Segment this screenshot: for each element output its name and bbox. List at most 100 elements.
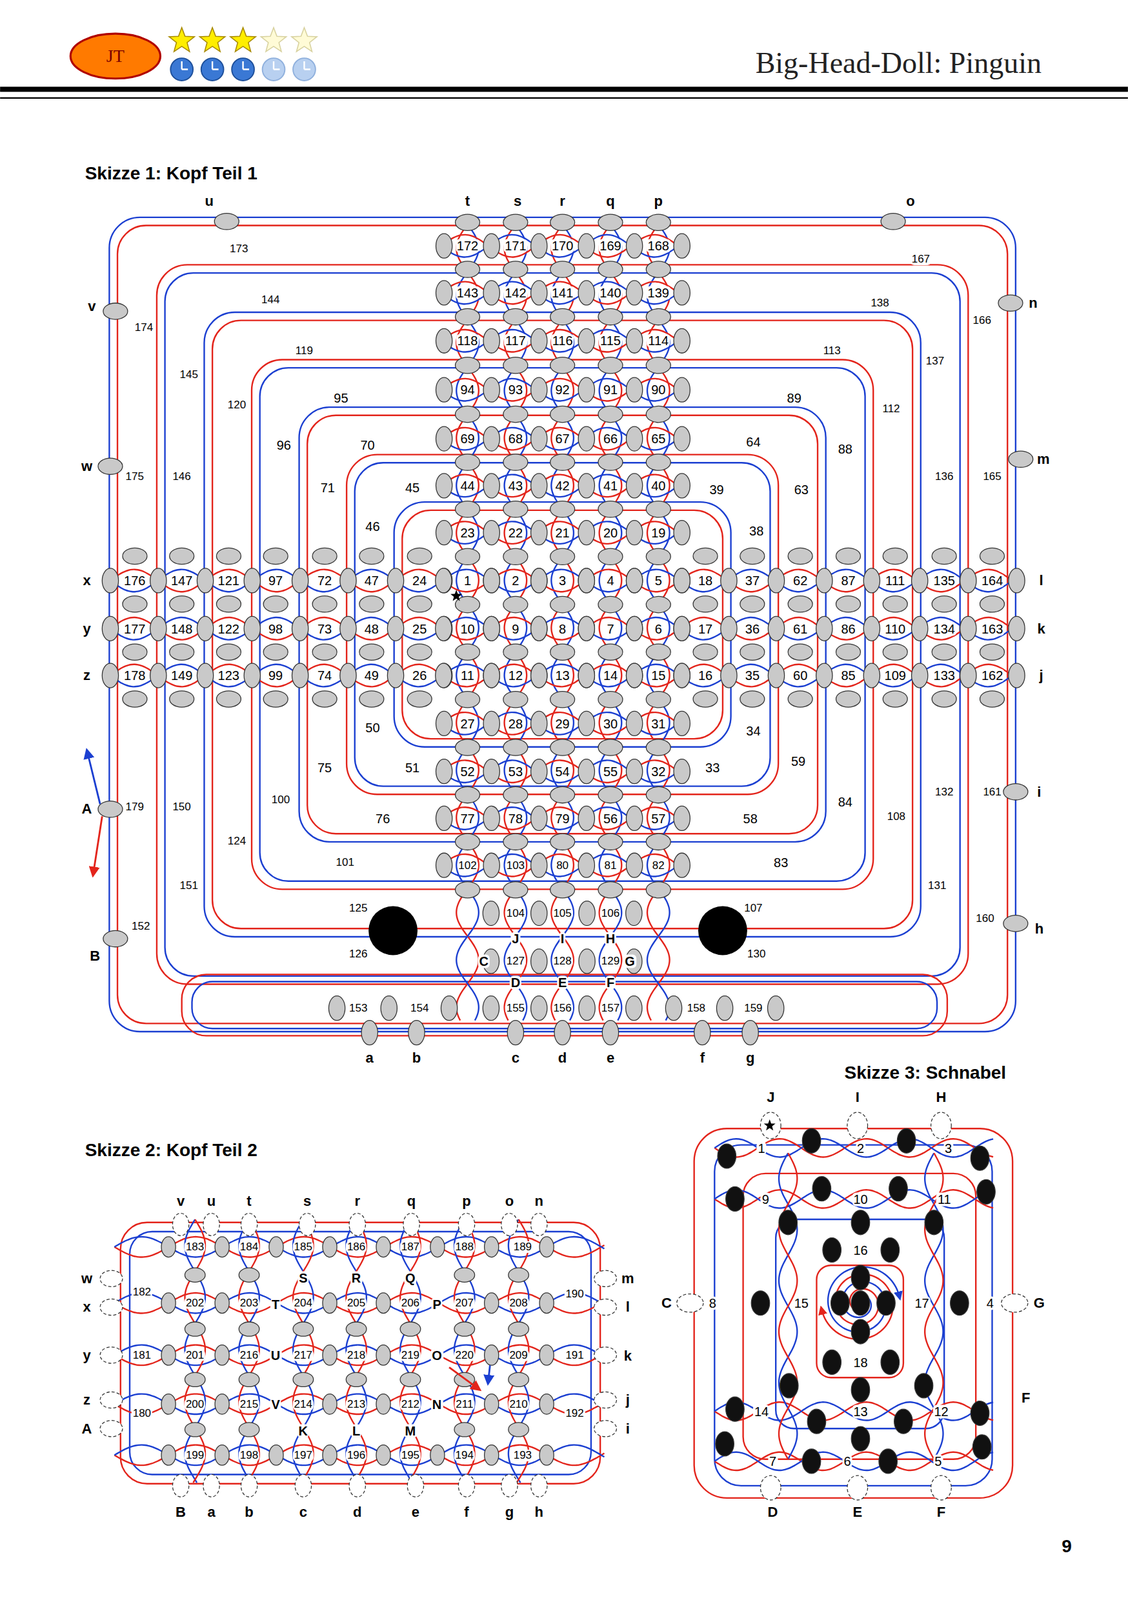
dashed-bead (531, 1213, 548, 1237)
bead (863, 663, 880, 688)
bead (436, 233, 453, 259)
bead (531, 377, 548, 403)
bead (645, 501, 671, 518)
dashed-bead (240, 1213, 257, 1237)
bead-number: 8 (707, 1297, 718, 1311)
bead-number: 8 (557, 622, 568, 636)
bead-number: 125 (347, 902, 369, 915)
page-header (0, 27, 1128, 99)
bead-number: 211 (454, 1399, 475, 1411)
bead-number: 82 (651, 860, 666, 872)
bead (1003, 915, 1028, 932)
bead-number: 15 (793, 1297, 810, 1311)
thread-letter: G (1032, 1296, 1047, 1312)
bead (539, 1445, 554, 1467)
thread (440, 807, 686, 830)
bead (430, 1445, 445, 1467)
bead-number: 44 (458, 479, 476, 494)
bead (483, 520, 500, 546)
time-clock (292, 58, 316, 81)
bead-number: 117 (503, 334, 528, 348)
bead-number: 26 (411, 669, 428, 683)
bead (184, 1422, 206, 1438)
thread (456, 224, 479, 1021)
dashed-bead (676, 1294, 704, 1313)
thread-letter: d (351, 1505, 363, 1521)
bead-number: 76 (374, 811, 392, 826)
bead (122, 596, 148, 613)
bead-number: 60 (791, 669, 809, 683)
bead (673, 663, 690, 688)
bead (816, 616, 833, 641)
bead (340, 568, 357, 594)
bead-number: 87 (839, 574, 857, 588)
bead (531, 426, 548, 452)
bead (831, 1291, 850, 1316)
bead (483, 280, 500, 306)
bead (455, 644, 481, 661)
bead-number: 121 (216, 574, 241, 588)
bead (503, 833, 528, 850)
bead (503, 357, 528, 374)
bead-number: 136 (933, 471, 955, 483)
bead-number: 218 (345, 1349, 367, 1362)
thread (714, 1452, 994, 1471)
bead (436, 853, 453, 878)
bead-number: 11 (936, 1192, 953, 1207)
dashed-bead (100, 1420, 123, 1438)
bead-letter: I (559, 932, 566, 947)
bead (184, 1372, 206, 1387)
direction-arrow (92, 816, 102, 876)
bead-letter: R (350, 1271, 363, 1285)
bead (998, 294, 1023, 312)
bead (531, 328, 548, 353)
bead (740, 547, 765, 564)
bead-number: 101 (334, 856, 356, 869)
bead (911, 568, 928, 594)
bead (972, 1435, 991, 1460)
bead (578, 901, 595, 927)
bead-number: 6 (842, 1455, 852, 1469)
bead-number: 59 (789, 755, 807, 769)
thread (114, 1445, 605, 1466)
bead (720, 663, 737, 688)
bead (787, 644, 813, 661)
thread-loop (354, 462, 771, 786)
bead-number: 25 (411, 622, 428, 636)
thread-letter: v (175, 1193, 186, 1209)
bead-letter: J (510, 932, 521, 947)
bead-number: 52 (458, 764, 476, 779)
bead (387, 616, 404, 641)
bead-number: 212 (400, 1399, 421, 1411)
bead-number: 123 (216, 669, 241, 683)
bead (550, 833, 575, 850)
thread-loop (394, 502, 732, 748)
thread (400, 1219, 421, 1483)
dashed-bead (203, 1213, 220, 1237)
bead (291, 568, 308, 594)
thread-letter: p (460, 1193, 472, 1209)
bead-number: 196 (345, 1450, 367, 1462)
thread-loop (346, 454, 779, 796)
bead (292, 1322, 314, 1337)
bead (503, 691, 528, 708)
dashed-bead (100, 1299, 123, 1316)
bead-number: 166 (971, 314, 993, 327)
bead-number: 32 (649, 764, 667, 779)
bead (122, 691, 148, 708)
bead (291, 616, 308, 641)
thread-letter: h (1033, 921, 1045, 937)
bead-number: 133 (932, 669, 957, 683)
bead-number: 219 (400, 1349, 421, 1362)
difficulty-star (200, 27, 226, 52)
thread (714, 1402, 994, 1421)
dashed-bead (501, 1213, 518, 1237)
bead-number: 2 (855, 1141, 866, 1156)
thread-letter: I (854, 1089, 861, 1105)
bead (1003, 784, 1028, 801)
bead-letter: H (604, 932, 617, 947)
bead (645, 786, 671, 803)
bead-number: 68 (507, 432, 524, 446)
bead (539, 1293, 554, 1314)
bead-number: 5 (933, 1455, 943, 1469)
